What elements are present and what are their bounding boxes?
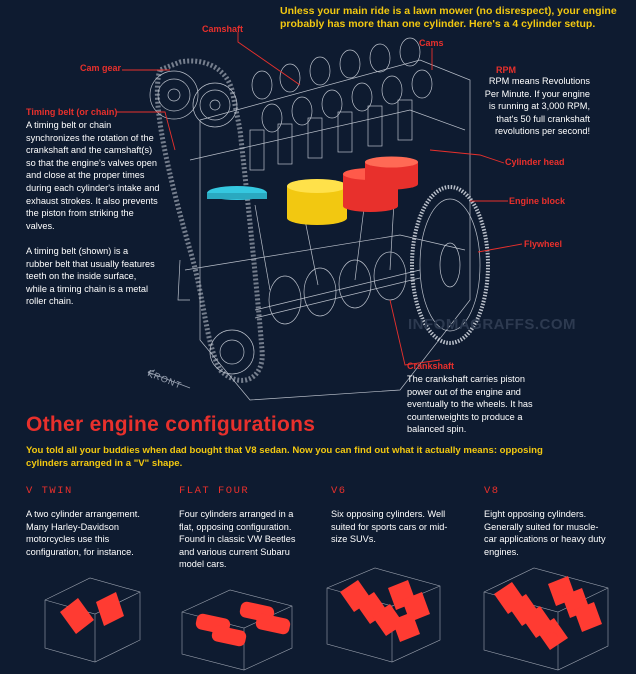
section-title: Other engine configurations xyxy=(26,413,316,436)
timing-belt-description: A timing belt or chain synchronizes the … xyxy=(26,120,160,231)
label-rpm: RPM xyxy=(496,65,516,75)
config-title-v-twin: V TWIN xyxy=(26,485,73,497)
config-title-flat-four: FLAT FOUR xyxy=(179,485,250,497)
label-cams: Cams xyxy=(419,38,444,48)
label-crankshaft: Crankshaft xyxy=(407,361,455,371)
config-text-v6: Six opposing cylinders. Well suited for … xyxy=(331,509,448,545)
section-subtitle: You told all your buddies when dad bough… xyxy=(26,445,543,469)
label-cam-gear: Cam gear xyxy=(80,63,122,73)
config-text-flat-four: Four cylinders arranged in a flat, oppos… xyxy=(179,509,296,570)
config-title-v8: V8 xyxy=(484,485,500,497)
config-text-v8: Eight opposing cylinders. Generally suit… xyxy=(484,509,606,557)
label-cylinder-head: Cylinder head xyxy=(505,157,565,167)
config-title-v6: V6 xyxy=(331,485,347,497)
crankshaft-description: The crankshaft carries piston power out … xyxy=(407,374,533,435)
timing-belt-note: A timing belt (shown) is a rubber belt t… xyxy=(26,246,155,307)
intro-text: Unless your main ride is a lawn mower (n… xyxy=(280,5,617,30)
label-flywheel: Flywheel xyxy=(524,239,563,249)
rpm-description: RPM means Revolutions Per Minute. If you… xyxy=(484,76,590,137)
config-text-v-twin: A two cylinder arrangement. Many Harley-… xyxy=(26,509,140,557)
label-camshaft: Camshaft xyxy=(202,24,244,34)
watermark: INFOMAGRAFFS.COM xyxy=(408,316,576,333)
label-timing-belt: Timing belt (or chain) xyxy=(26,107,118,117)
label-engine-block: Engine block xyxy=(509,196,566,206)
